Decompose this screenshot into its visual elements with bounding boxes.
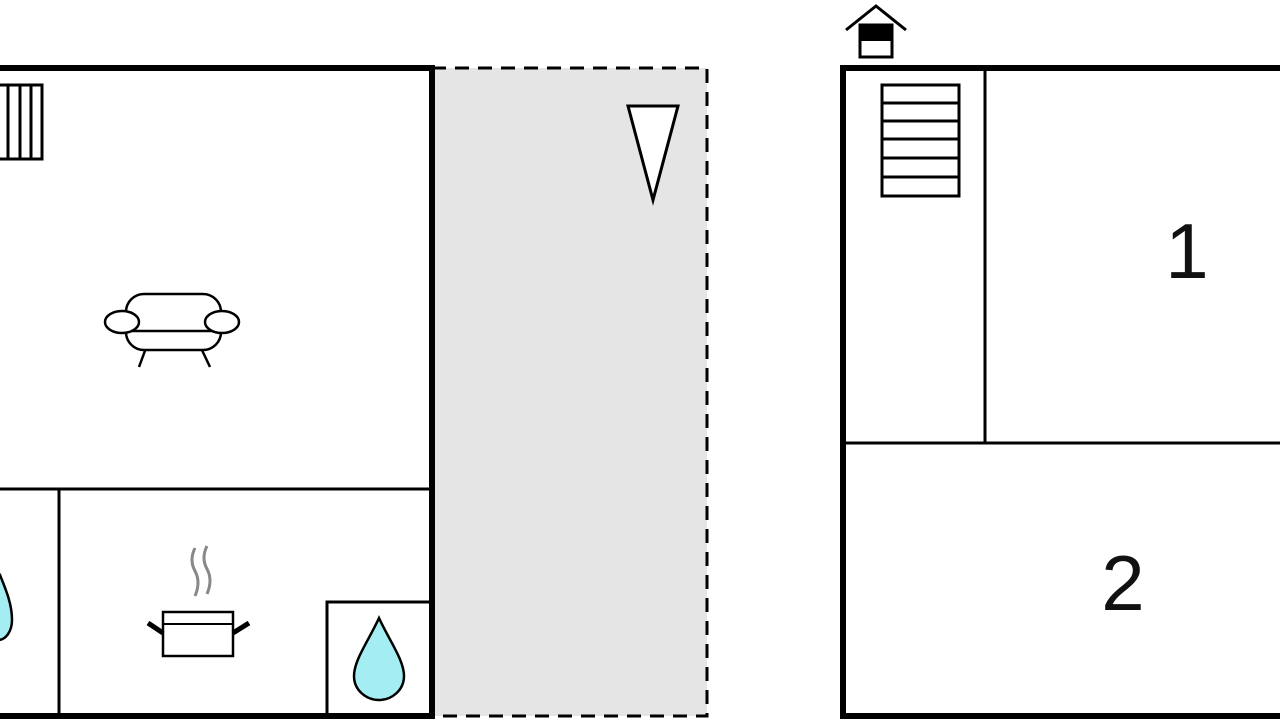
north-arrow-icon [626,104,680,206]
water-drop-icon [352,614,406,702]
sofa-icon [103,292,241,368]
first-floor-outer-wall [840,65,1280,719]
first-floor-plan: 1 2 [840,4,1280,719]
terrace-area [430,66,709,718]
ground-floor-outer-wall [0,65,435,719]
stairs-icon [880,83,961,198]
water-drop-icon [0,572,14,641]
house-entrance-icon [845,4,907,59]
cooking-pot-icon [146,545,251,658]
shower-cubicle [325,600,432,716]
bedroom-1-label: 1 [1165,207,1208,295]
stairs-icon [0,83,44,161]
ground-floor-plan [0,65,709,719]
bedroom-2-label: 2 [1101,539,1144,627]
